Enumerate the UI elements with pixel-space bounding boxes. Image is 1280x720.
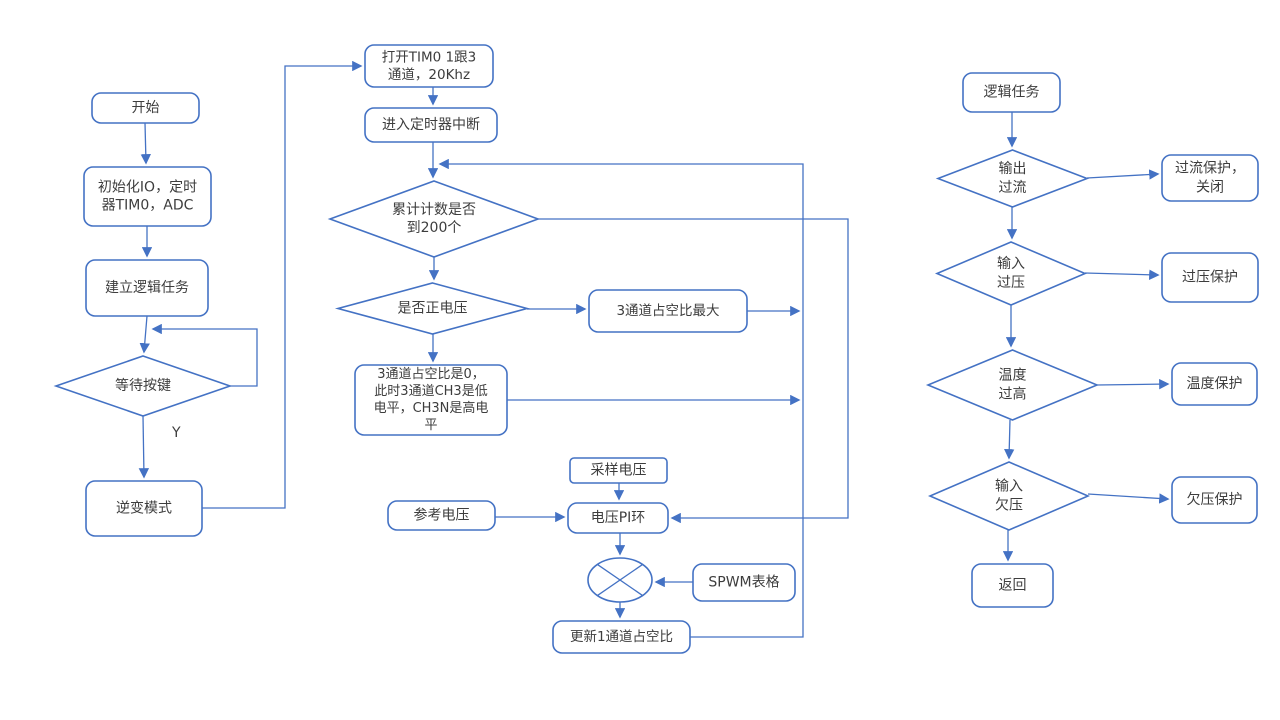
process-shape <box>567 502 669 534</box>
node-count-200: 累计计数是否到200个 <box>327 180 541 258</box>
process-shape <box>387 500 496 531</box>
edge-overvoltage-to-protect <box>1084 269 1160 280</box>
edge-count-to-pi-loop <box>538 218 849 524</box>
node-ref-voltage: 参考电压 <box>387 500 496 531</box>
node-return: 返回 <box>971 563 1054 608</box>
process-shape <box>971 563 1054 608</box>
node-label-overvoltage-protect: 过压保护 <box>1182 270 1238 286</box>
node-label-logic-task: 逻辑任务 <box>984 85 1040 101</box>
node-undervoltage-protect: 欠压保护 <box>1171 476 1258 524</box>
node-temp-protect: 温度保护 <box>1171 362 1258 406</box>
edge-start-to-init <box>140 122 151 165</box>
node-label-start: 开始 <box>132 100 160 116</box>
edge-build-to-waitkey <box>139 315 150 354</box>
label-branch-yes: Y <box>171 425 181 441</box>
decision-shape <box>334 282 531 335</box>
node-overcurrent-protect: 过流保护，关闭 <box>1161 154 1259 202</box>
node-label-invert-mode: 逆变模式 <box>116 501 172 517</box>
process-shape <box>354 364 508 436</box>
process-shape <box>1171 362 1258 406</box>
node-label-temp-protect: 温度保护 <box>1187 376 1243 392</box>
process-shape <box>1161 154 1259 202</box>
node-label-overcurrent-protect: 过流保护，关闭 <box>1175 161 1245 196</box>
node-temp-too-high: 温度过高 <box>925 349 1100 421</box>
node-output-overcurrent: 输出过流 <box>935 149 1090 208</box>
edge-overcurrent-to-protect <box>1086 169 1160 180</box>
process-shape <box>83 166 212 227</box>
process-shape <box>85 259 209 317</box>
decision-shape <box>925 349 1100 421</box>
node-label-temp-too-high: 温度过高 <box>999 368 1027 403</box>
node-label-wait-key: 等待按键 <box>115 377 171 394</box>
node-label-input-undervoltage: 输入欠压 <box>995 479 1023 514</box>
process-shape <box>569 457 668 484</box>
decision-shape <box>934 241 1088 306</box>
edge-feedback-to-mainflow <box>438 158 804 638</box>
decision-shape <box>935 149 1090 208</box>
node-label-sample-voltage: 采样电压 <box>591 463 647 479</box>
node-pos-voltage: 是否正电压 <box>334 282 531 335</box>
node-label-ref-voltage: 参考电压 <box>414 507 470 524</box>
process-shape <box>962 72 1061 113</box>
multiply-cross-line <box>597 563 643 597</box>
edge-temp-to-undervoltage <box>1004 419 1015 460</box>
process-shape <box>552 620 691 654</box>
node-label-timer-interrupt: 进入定时器中断 <box>382 117 480 133</box>
node-init-io: 初始化IO，定时器TIM0，ADC <box>83 166 212 227</box>
decision-shape <box>927 461 1091 531</box>
node-ch3-max-duty: 3通道占空比最大 <box>588 289 748 333</box>
node-label-count-200: 累计计数是否到200个 <box>392 202 476 236</box>
process-shape <box>364 44 494 88</box>
node-spwm-table: SPWM表格 <box>692 563 796 602</box>
decision-shape <box>327 180 541 258</box>
node-ch3-zero-duty: 3通道占空比是0，此时3通道CH3是低电平，CH3N是高电平 <box>354 364 508 436</box>
node-label-spwm-table: SPWM表格 <box>708 575 779 591</box>
node-label-voltage-pi-loop: 电压PI环 <box>591 510 646 526</box>
node-label-update-ch1-duty: 更新1通道占空比 <box>570 629 673 645</box>
node-update-ch1-duty: 更新1通道占空比 <box>552 620 691 654</box>
node-start: 开始 <box>91 92 200 124</box>
process-shape <box>91 92 200 124</box>
edge-waitkey-to-invert <box>138 415 150 479</box>
process-shape <box>692 563 796 602</box>
edge-invert-to-opentim0 <box>202 60 363 509</box>
node-label-undervoltage-protect: 欠压保护 <box>1187 492 1243 508</box>
edge-waitkey-loop-back <box>151 323 258 387</box>
edge-undervoltage-to-protect <box>1087 493 1170 504</box>
node-voltage-pi-loop: 电压PI环 <box>567 502 669 534</box>
node-label-return: 返回 <box>999 578 1027 594</box>
process-shape <box>1171 476 1258 524</box>
node-invert-mode: 逆变模式 <box>85 480 203 537</box>
node-label-ch3-zero-duty: 3通道占空比是0，此时3通道CH3是低电平，CH3N是高电平 <box>374 367 489 433</box>
node-logic-task: 逻辑任务 <box>962 72 1061 113</box>
node-label-input-overvoltage: 输入过压 <box>997 256 1025 291</box>
node-label-init-io: 初始化IO，定时器TIM0，ADC <box>98 179 197 214</box>
node-label-ch3-max-duty: 3通道占空比最大 <box>616 303 719 319</box>
node-overvoltage-protect: 过压保护 <box>1161 252 1259 303</box>
node-build-logic-task: 建立逻辑任务 <box>85 259 209 317</box>
process-shape <box>588 289 748 333</box>
node-timer-interrupt: 进入定时器中断 <box>364 107 498 143</box>
node-label-output-overcurrent: 输出过流 <box>999 161 1027 196</box>
node-multiplier <box>587 557 653 603</box>
node-label-build-logic-task: 建立逻辑任务 <box>105 280 189 296</box>
process-shape <box>364 107 498 143</box>
edge-temp-to-protect <box>1096 378 1170 390</box>
process-shape <box>1161 252 1259 303</box>
labels-layer: Y <box>171 425 181 441</box>
node-input-undervoltage: 输入欠压 <box>927 461 1091 531</box>
edges-layer <box>138 60 1170 638</box>
node-label-pos-voltage: 是否正电压 <box>398 301 468 317</box>
node-sample-voltage: 采样电压 <box>569 457 668 484</box>
node-input-overvoltage: 输入过压 <box>934 241 1088 306</box>
node-wait-key: 等待按键 <box>53 355 233 417</box>
decision-shape <box>53 355 233 417</box>
process-shape <box>85 480 203 537</box>
